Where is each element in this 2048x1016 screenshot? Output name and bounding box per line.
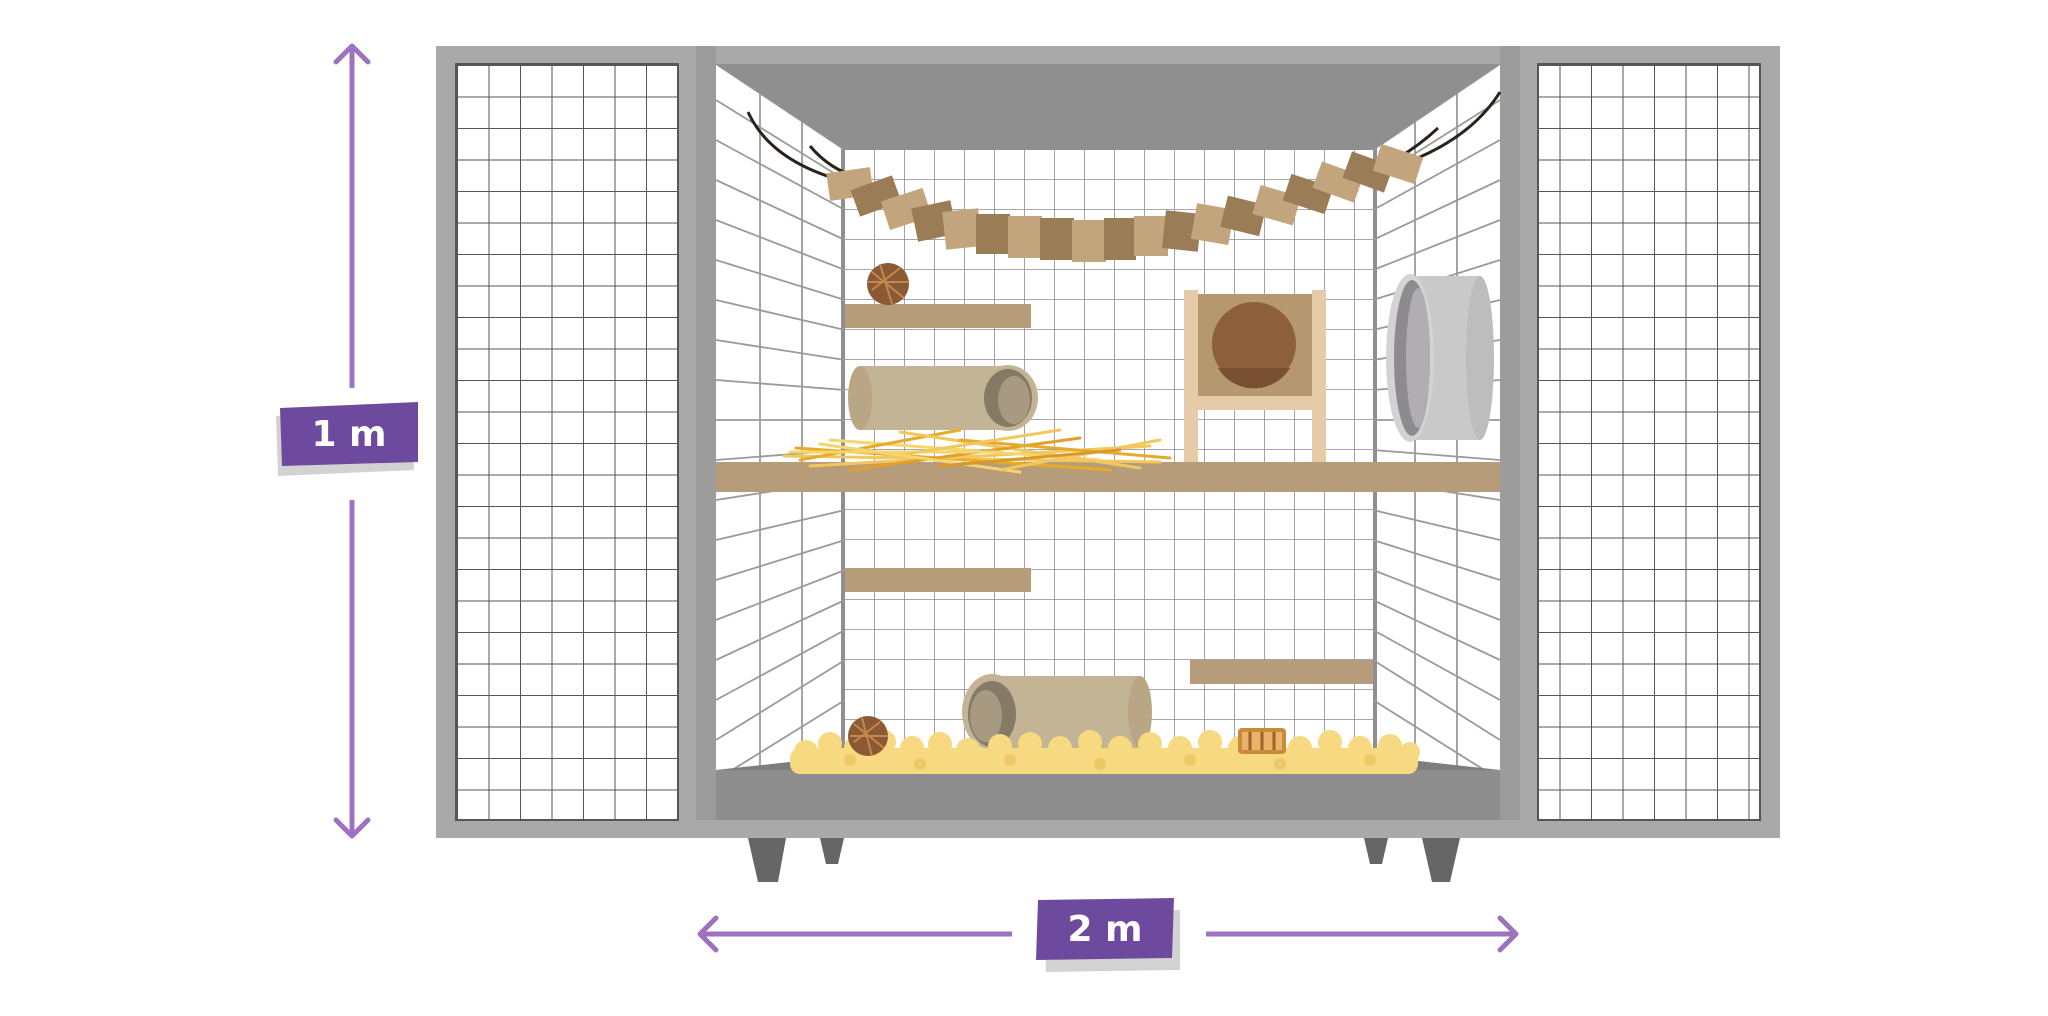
exercise-wheel (1386, 274, 1494, 442)
height-label: 1 m (311, 414, 386, 455)
height-arrow (333, 43, 371, 839)
right-door (1520, 46, 1780, 838)
chew-toy (1238, 728, 1286, 754)
bedding-texture (844, 754, 1376, 770)
lower-left-ledge (845, 568, 1031, 592)
floor-toy-ball (848, 716, 888, 757)
width-arrow (697, 915, 1519, 953)
lower-tunnel (962, 674, 1152, 750)
rope-bridge (746, 91, 1502, 262)
wooden-hideout (1184, 290, 1326, 462)
cage-legs (748, 838, 1460, 882)
cage-ceiling (716, 64, 1500, 150)
straw-nest (782, 428, 1172, 474)
width-label-badge: 2 m (1036, 898, 1180, 972)
height-label-badge: 1 m (276, 402, 418, 476)
main-shelf (716, 462, 1500, 492)
width-label: 2 m (1067, 909, 1142, 950)
upper-tunnel (848, 365, 1038, 431)
lower-right-ledge (1190, 660, 1373, 684)
left-door (436, 46, 696, 838)
upper-left-ledge (845, 304, 1031, 328)
floor-tray (716, 770, 1500, 820)
upper-toy-ball (867, 263, 909, 305)
